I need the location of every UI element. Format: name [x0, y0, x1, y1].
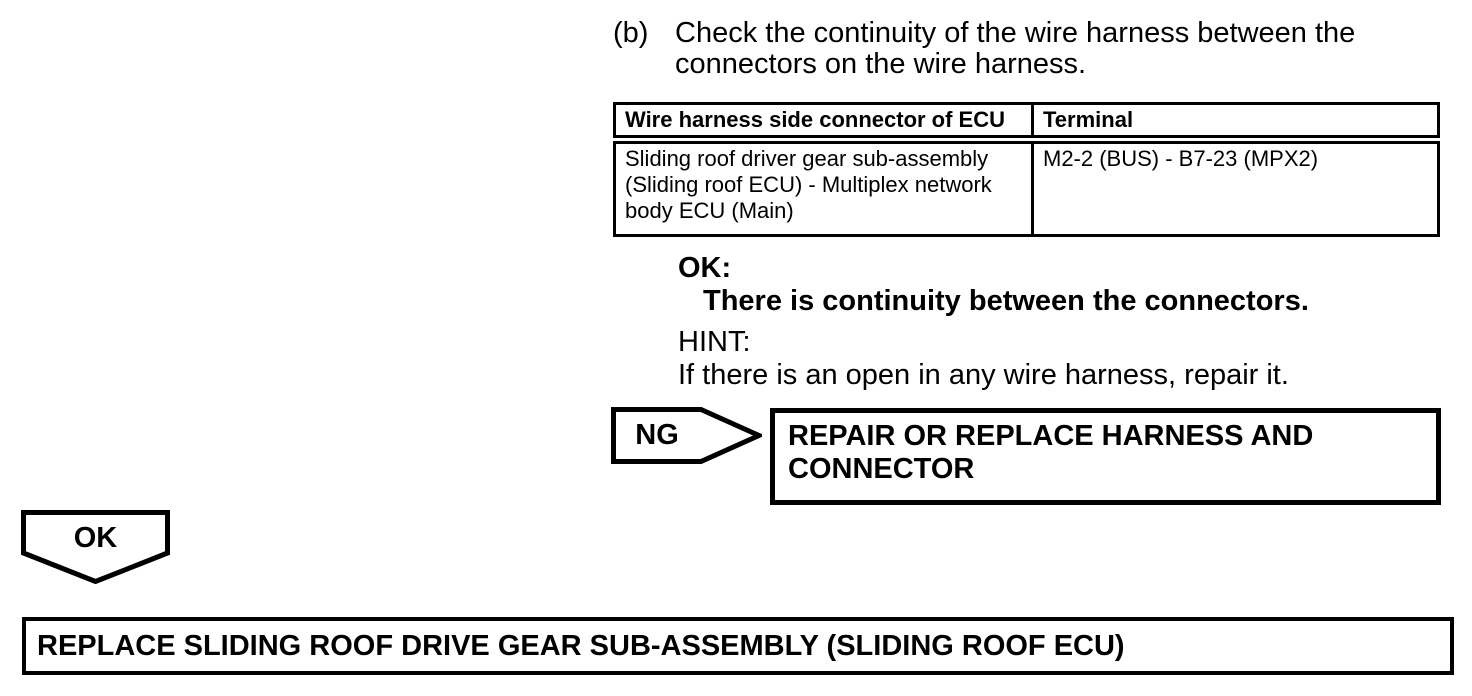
ok-label: OK: — [678, 252, 732, 284]
table-header-terminal: Terminal — [1031, 102, 1440, 144]
continuity-table: Wire harness side connector of ECU Termi… — [613, 102, 1440, 237]
hint-text: If there is an open in any wire harness,… — [678, 359, 1289, 391]
ng-action-line-1: REPAIR OR REPLACE HARNESS AND — [788, 420, 1314, 452]
step-marker: (b) — [613, 17, 649, 49]
ng-label: NG — [635, 419, 679, 451]
step-instruction: Check the continuity of the wire harness… — [675, 18, 1355, 80]
final-action-box: REPLACE SLIDING ROOF DRIVE GEAR SUB-ASSE… — [22, 617, 1454, 675]
table-header-row: Wire harness side connector of ECU Termi… — [613, 102, 1440, 144]
table-cell-terminal: M2-2 (BUS) - B7-23 (MPX2) — [1031, 138, 1440, 237]
ng-action-line-2: CONNECTOR — [788, 453, 975, 485]
connector-line-2: (Sliding roof ECU) - Multiplex network — [625, 172, 992, 197]
result-block: OK: There is continuity between the conn… — [678, 252, 1309, 392]
ok-condition: There is continuity between the connecto… — [703, 285, 1309, 317]
table-cell-connector: Sliding roof driver gear sub-assembly (S… — [613, 138, 1034, 237]
connector-line-3: body ECU (Main) — [625, 198, 794, 223]
ng-pentagon-icon — [611, 407, 762, 464]
step-instruction-line-1: Check the continuity of the wire harness… — [675, 17, 1356, 49]
ok-flow-arrow: OK — [21, 510, 170, 584]
ng-flow-arrow: NG — [611, 407, 762, 464]
step-instruction-line-2: connectors on the wire harness. — [675, 48, 1087, 80]
connector-line-1: Sliding roof driver gear sub-assembly — [625, 146, 989, 171]
hint-label: HINT: — [678, 326, 751, 358]
ok-pentagon-icon — [21, 510, 170, 584]
table-row: Sliding roof driver gear sub-assembly (S… — [613, 138, 1440, 237]
final-action-text: REPLACE SLIDING ROOF DRIVE GEAR SUB-ASSE… — [37, 629, 1125, 662]
ok-flow-label: OK — [73, 522, 118, 554]
table-header-connector: Wire harness side connector of ECU — [613, 102, 1034, 144]
ng-action-box: REPAIR OR REPLACE HARNESS AND CONNECTOR — [770, 408, 1441, 505]
